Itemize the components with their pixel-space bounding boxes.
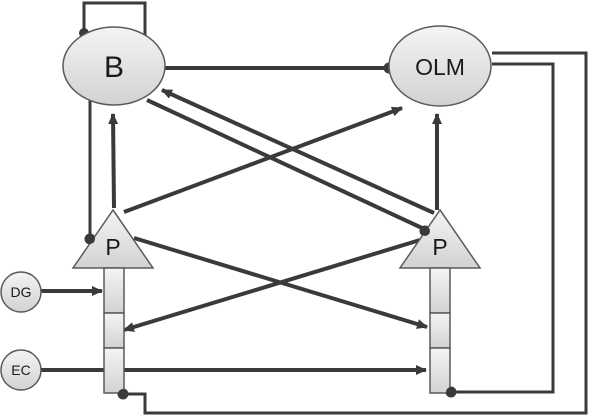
p-right-to-left-dendrite-arrow — [123, 238, 421, 332]
node-olm-label: OLM — [415, 54, 465, 80]
node-dg-label: DG — [11, 284, 32, 300]
b-to-p-left-dot-top — [85, 234, 95, 244]
node-b: B — [62, 26, 166, 106]
node-p-right: P — [398, 208, 482, 269]
olm-to-right-dendrite-loop — [453, 62, 555, 394]
p-left-to-olm-arrow — [123, 106, 403, 214]
node-dg: DG — [0, 271, 42, 313]
b-to-p-right-dot-top — [420, 226, 430, 236]
left-dendrite — [103, 267, 125, 394]
olm-to-left-dendrite-dot-top — [118, 389, 128, 399]
node-p-left-label: P — [105, 234, 120, 260]
node-ec-label: EC — [11, 362, 30, 378]
node-ec: EC — [0, 349, 42, 391]
b-to-p-right-connection — [146, 98, 423, 230]
b-self-loop — [82, 1, 147, 36]
node-olm: OLM — [388, 25, 492, 107]
node-b-label: B — [104, 51, 124, 84]
right-dendrite — [429, 267, 451, 394]
olm-to-left-dendrite-loop — [124, 51, 588, 415]
p-right-to-b-arrow — [161, 88, 435, 215]
node-p-right-label: P — [432, 234, 447, 260]
olm-to-right-dendrite-dot-top — [446, 387, 456, 397]
p-left-to-b-arrow — [108, 113, 119, 209]
